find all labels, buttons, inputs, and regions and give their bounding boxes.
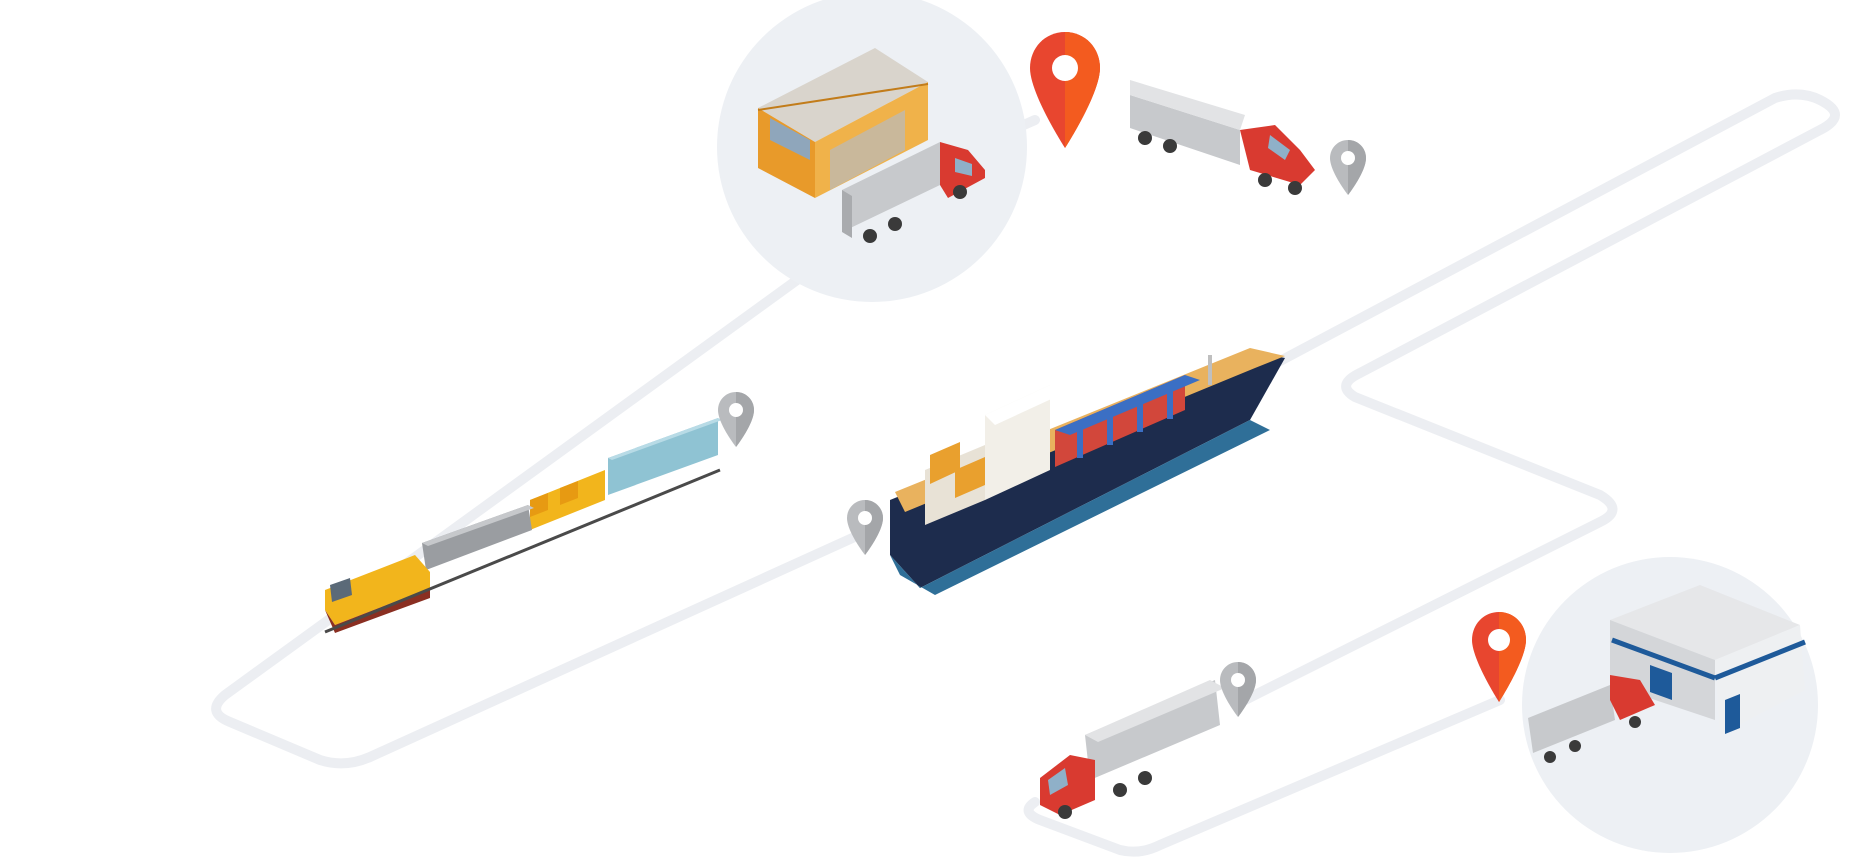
map-pin-icon xyxy=(1030,32,1100,148)
semi-truck-icon xyxy=(1528,675,1655,763)
map-pin-icon xyxy=(1220,662,1256,717)
origin-hub xyxy=(717,0,1027,302)
map-pin-icon xyxy=(718,392,754,447)
container-ship-icon xyxy=(890,348,1285,595)
map-pin-icon xyxy=(1330,140,1366,195)
semi-truck-icon xyxy=(1040,680,1225,819)
route-line-outer xyxy=(211,115,1040,769)
map-pin-icon xyxy=(847,500,883,555)
route-line-east xyxy=(1230,89,1840,705)
route-line-south xyxy=(1023,695,1505,857)
map-pin-icon xyxy=(1472,612,1526,702)
origin-warehouse-icon xyxy=(757,48,929,198)
route-lines xyxy=(211,89,1840,857)
semi-truck-icon xyxy=(842,142,985,243)
map-pins xyxy=(718,32,1526,717)
semi-truck-icon xyxy=(1130,80,1315,195)
freight-train-icon xyxy=(324,418,722,634)
destination-hub xyxy=(1522,557,1818,853)
destination-warehouse-icon xyxy=(1610,585,1806,735)
